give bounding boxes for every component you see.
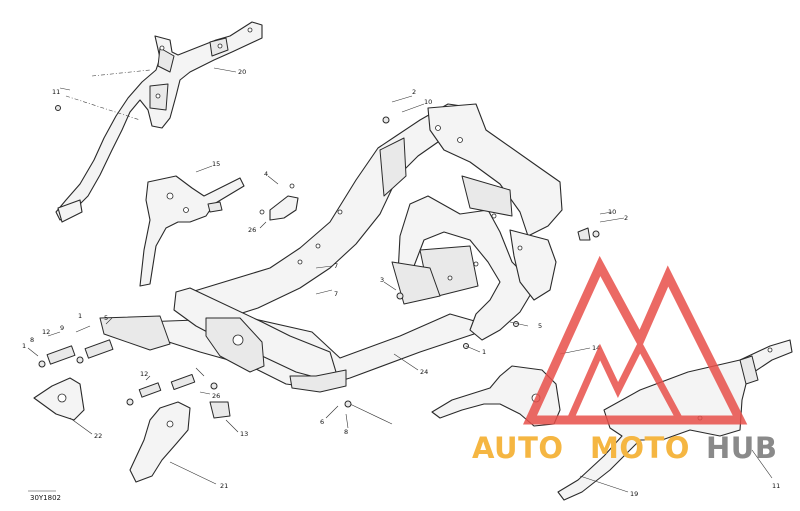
left-support-bracket (129, 401, 191, 483)
fastener-clips (38, 105, 600, 425)
left-footrest-bracket (33, 377, 85, 421)
callout-labels: 20 11 15 2 10 4 26 10 2 7 3 7 5 1 14 24 … (22, 68, 780, 498)
callout-7: 7 (334, 262, 338, 270)
callout-1: 1 (482, 348, 486, 356)
callout-12: 12 (140, 370, 148, 378)
callout-7: 7 (334, 290, 338, 298)
watermark-logo (523, 255, 748, 425)
callout-26: 26 (212, 392, 220, 400)
callout-5: 5 (104, 314, 108, 322)
watermark-auto: AUTO (472, 431, 564, 465)
callout-10: 10 (608, 208, 616, 216)
callout-1: 1 (78, 312, 82, 320)
watermark-wordmark: AUTO MOTO HUB (472, 431, 777, 465)
upper-mount-bracket (139, 175, 245, 287)
rear-bracket-assembly (55, 21, 263, 223)
watermark-moto: MOTO (590, 431, 690, 465)
callout-3: 3 (380, 276, 384, 284)
callout-21: 21 (220, 482, 228, 490)
callout-10: 10 (424, 98, 432, 106)
callout-14: 14 (592, 344, 600, 352)
callout-11: 11 (52, 88, 60, 96)
small-bracket-4 (269, 195, 299, 221)
callout-8: 8 (344, 428, 348, 436)
callout-4: 4 (264, 170, 268, 178)
callout-5: 5 (538, 322, 542, 330)
callout-19: 19 (630, 490, 638, 498)
callout-9: 9 (60, 324, 64, 332)
callout-2: 2 (624, 214, 628, 222)
callout-15: 15 (212, 160, 220, 168)
callout-2: 2 (412, 88, 416, 96)
callout-1: 1 (22, 342, 26, 350)
watermark-hub: HUB (706, 431, 777, 465)
callout-11: 11 (772, 482, 780, 490)
callout-13: 13 (240, 430, 248, 438)
callout-20: 20 (238, 68, 246, 76)
callout-22: 22 (94, 432, 102, 440)
drawing-code: 30Y1802 (30, 494, 61, 502)
callout-12: 12 (42, 328, 50, 336)
callout-26: 26 (248, 226, 256, 234)
callout-6: 6 (320, 418, 324, 426)
leader-lines (27, 67, 773, 493)
callout-8: 8 (30, 336, 34, 344)
main-frame (99, 103, 563, 393)
callout-24: 24 (420, 368, 428, 376)
